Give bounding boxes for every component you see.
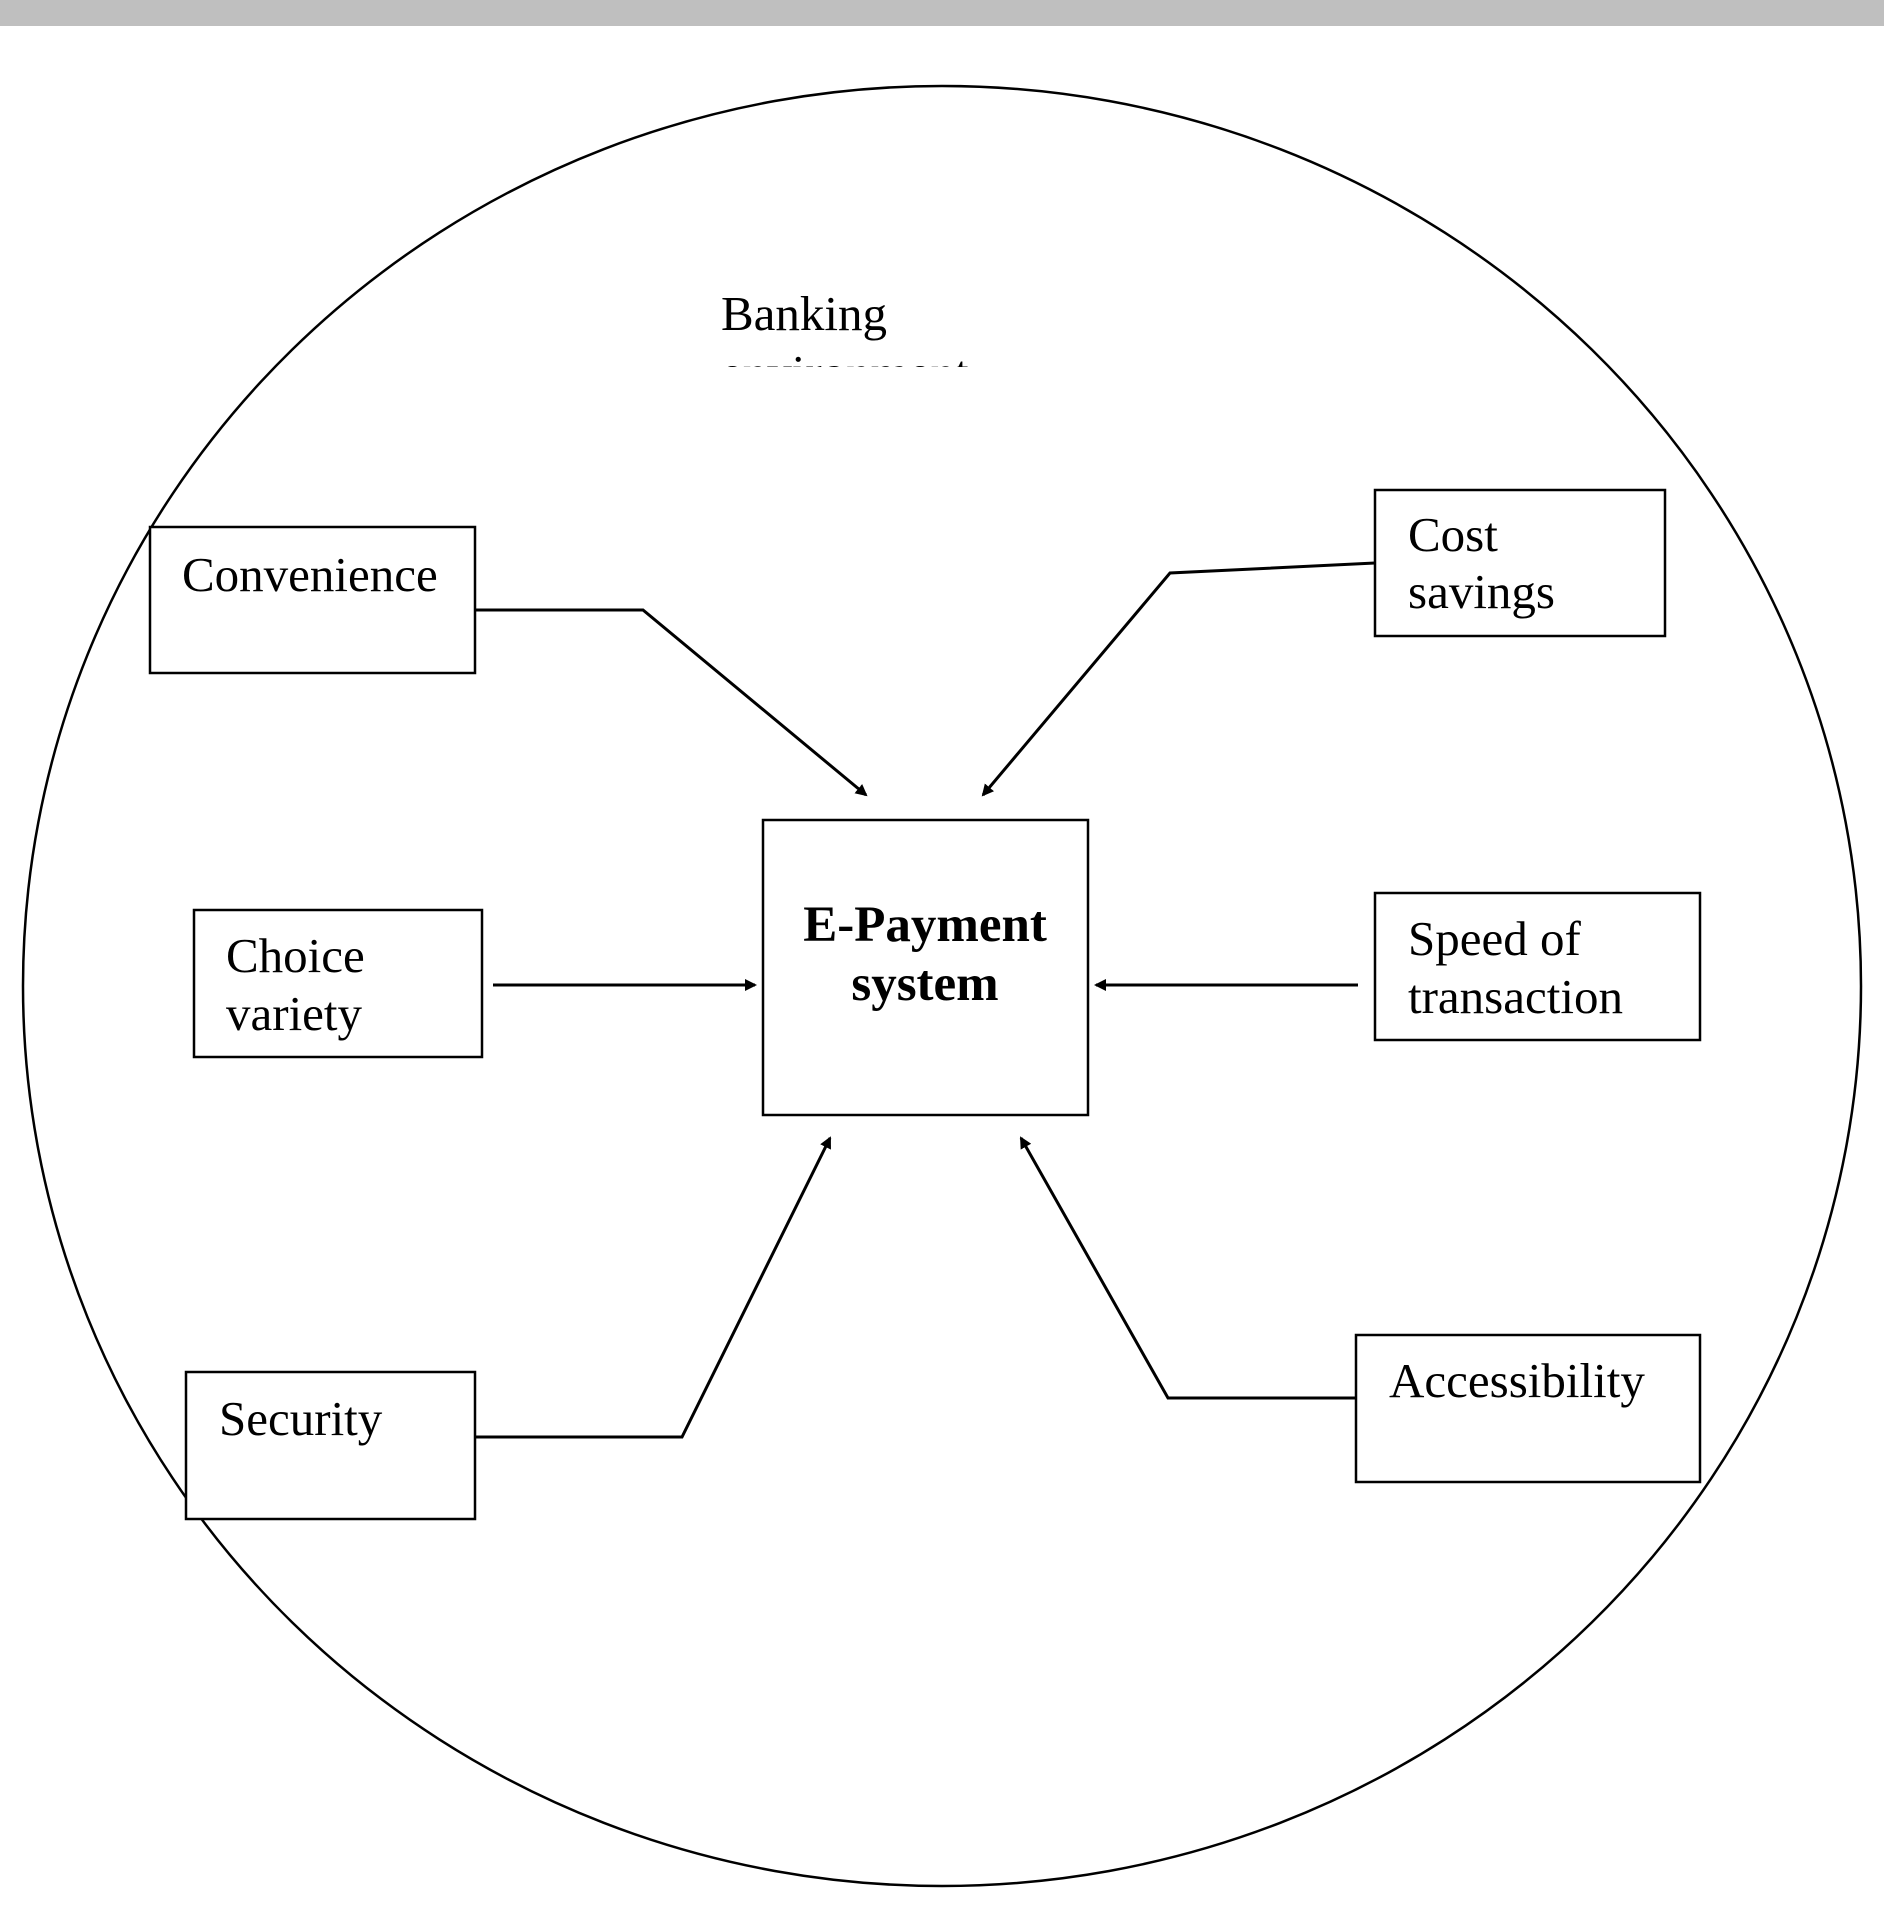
factor-choice-variety-line2: variety — [226, 986, 363, 1041]
factor-accessibility-label: Accessibility — [1389, 1353, 1645, 1408]
center-label-line2: system — [851, 956, 998, 1012]
environment-label: Banking — [721, 286, 887, 341]
factor-cost-savings-line2: savings — [1408, 564, 1555, 619]
environment-label-clipped: environment — [721, 345, 969, 400]
banking-environment-circle — [21, 84, 1863, 1888]
factor-speed-of-transaction-box: Speed of transaction — [1373, 891, 1702, 1042]
factor-convenience-label: Convenience — [182, 547, 438, 602]
factor-cost-savings-box: Cost savings — [1373, 488, 1667, 638]
connector-accessibility — [1019, 1136, 1356, 1400]
factor-accessibility-box: Accessibility — [1354, 1333, 1702, 1484]
connector-cost-savings — [981, 561, 1376, 797]
factor-cost-savings-line1: Cost — [1408, 507, 1498, 562]
factor-speed-of-transaction-line1: Speed of — [1408, 911, 1581, 966]
factor-security-box: Security — [184, 1370, 477, 1521]
connector-security — [475, 1136, 832, 1439]
connector-convenience — [456, 608, 868, 797]
top-bar — [0, 0, 1884, 26]
e-payment-system-box: E-Payment system — [761, 818, 1090, 1117]
factor-choice-variety-box: Choice variety — [192, 908, 484, 1059]
factor-choice-variety-line1: Choice — [226, 928, 365, 983]
factor-convenience-box: Convenience — [148, 525, 477, 675]
environment-label-group: Banking environment — [721, 286, 969, 400]
center-label-line1: E-Payment — [803, 897, 1047, 953]
factor-security-label: Security — [219, 1391, 383, 1446]
factor-speed-of-transaction-line2: transaction — [1408, 969, 1623, 1024]
